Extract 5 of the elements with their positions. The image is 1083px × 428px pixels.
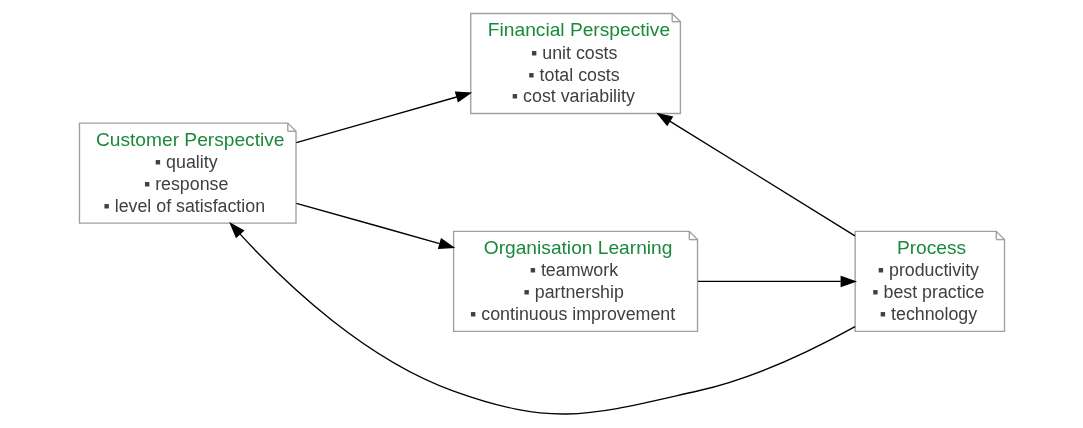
- arrow: [295, 91, 472, 144]
- arrow: [655, 112, 856, 237]
- arrow: [696, 275, 857, 288]
- arrow: [295, 202, 455, 250]
- arrow: [228, 222, 856, 415]
